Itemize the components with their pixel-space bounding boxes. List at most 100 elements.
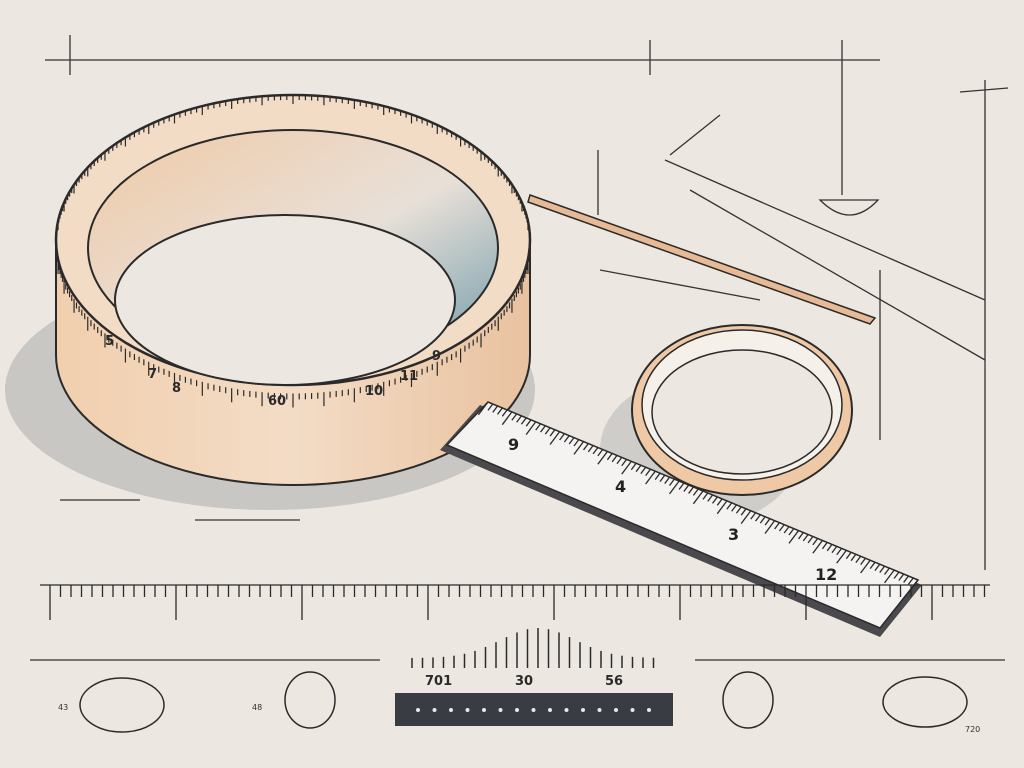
indicator-dot <box>630 708 635 712</box>
tick-mark <box>783 526 790 534</box>
dial-gauges <box>79 671 968 733</box>
tick-mark <box>764 520 776 534</box>
ruler-label: 9 <box>508 435 519 454</box>
tick-mark <box>621 458 628 467</box>
indicator-dot <box>416 708 420 712</box>
indicator-dot <box>531 708 536 712</box>
scale-label: 56 <box>605 674 623 689</box>
ring-label: 8 <box>172 381 181 396</box>
tick-mark <box>740 510 752 524</box>
tick-mark <box>635 464 642 473</box>
tick-mark <box>778 524 785 532</box>
tick-mark <box>645 468 651 477</box>
tick-mark <box>821 542 828 550</box>
large-ring: 5 7 8 60 10 11 9 <box>54 93 532 486</box>
indicator-dot <box>548 708 552 712</box>
tick-mark <box>592 447 599 455</box>
tick-mark <box>907 579 919 594</box>
center-scale: 701 30 56 <box>395 628 673 726</box>
indicator-dot <box>647 708 651 712</box>
ring-label: 9 <box>432 349 441 364</box>
ruler-label: 4 <box>615 477 626 496</box>
horizontal-scale <box>40 584 990 620</box>
tick-mark <box>573 441 585 455</box>
tick-mark <box>692 490 704 505</box>
indicator-dot <box>482 708 486 712</box>
ring-label: 11 <box>400 369 418 384</box>
indicator-dot <box>498 708 503 712</box>
tick-mark <box>716 498 723 506</box>
tick-mark <box>664 476 671 484</box>
tick-mark <box>764 518 771 526</box>
ring-label: 60 <box>268 394 286 409</box>
tick-mark <box>903 575 909 583</box>
tick-mark <box>645 470 656 485</box>
tick-mark <box>750 512 757 520</box>
indicator-dot <box>597 708 602 712</box>
tick-mark <box>544 427 551 435</box>
tick-mark <box>477 401 489 416</box>
tick-mark <box>692 488 699 496</box>
indicator-dot <box>465 708 470 712</box>
tick-mark <box>893 571 900 579</box>
tick-mark <box>798 532 804 540</box>
tick-mark <box>616 456 623 465</box>
tick-mark <box>836 547 843 556</box>
tick-mark <box>559 433 565 441</box>
small-ring <box>631 324 853 496</box>
tick-mark <box>726 502 733 510</box>
tick-mark <box>855 555 862 564</box>
tick-mark <box>520 417 527 425</box>
scale-label: 701 <box>425 674 452 689</box>
tick-mark <box>583 443 589 451</box>
tick-mark <box>621 460 632 475</box>
indicator-dot <box>614 708 618 712</box>
tick-mark <box>587 445 594 453</box>
tick-mark <box>850 553 857 562</box>
tick-mark <box>668 480 680 495</box>
tick-mark <box>659 474 666 482</box>
tick-mark <box>807 536 814 544</box>
tick-mark <box>759 516 766 524</box>
tick-mark <box>716 500 728 515</box>
tape-ruler: 9 4 3 12 <box>440 401 922 637</box>
tick-mark <box>774 522 780 530</box>
tick-mark <box>501 409 508 417</box>
tick-mark <box>845 551 852 560</box>
tick-mark <box>860 557 866 566</box>
tick-mark <box>525 419 532 427</box>
tick-mark <box>501 411 513 426</box>
indicator-dot <box>581 708 585 712</box>
tick-mark <box>788 528 795 536</box>
tick-mark <box>907 577 914 585</box>
tick-mark <box>563 435 570 443</box>
tick-mark <box>678 482 685 490</box>
tick-mark <box>535 423 542 431</box>
tick-mark <box>640 466 647 475</box>
tick-mark <box>516 415 522 423</box>
tick-mark <box>497 407 503 415</box>
tick-mark <box>654 472 661 480</box>
ring-label: 7 <box>148 367 157 382</box>
tick-mark <box>831 545 838 554</box>
tick-mark <box>597 449 604 457</box>
tick-mark <box>826 544 833 552</box>
tick-mark <box>836 549 847 564</box>
tick-mark <box>731 504 737 512</box>
tick-mark <box>883 569 895 584</box>
tick-mark <box>669 478 675 486</box>
tick-mark <box>712 496 718 504</box>
tick-mark <box>869 561 876 569</box>
tick-mark <box>788 530 800 544</box>
tick-mark <box>492 405 499 413</box>
tick-mark <box>740 508 747 516</box>
tick-mark <box>606 453 613 461</box>
ring-label: 5 <box>105 334 114 349</box>
pencil-icon <box>527 194 877 325</box>
gauge-label: 720 <box>965 725 980 734</box>
tick-mark <box>549 431 561 445</box>
tick-mark <box>812 540 823 554</box>
tick-mark <box>487 403 494 411</box>
